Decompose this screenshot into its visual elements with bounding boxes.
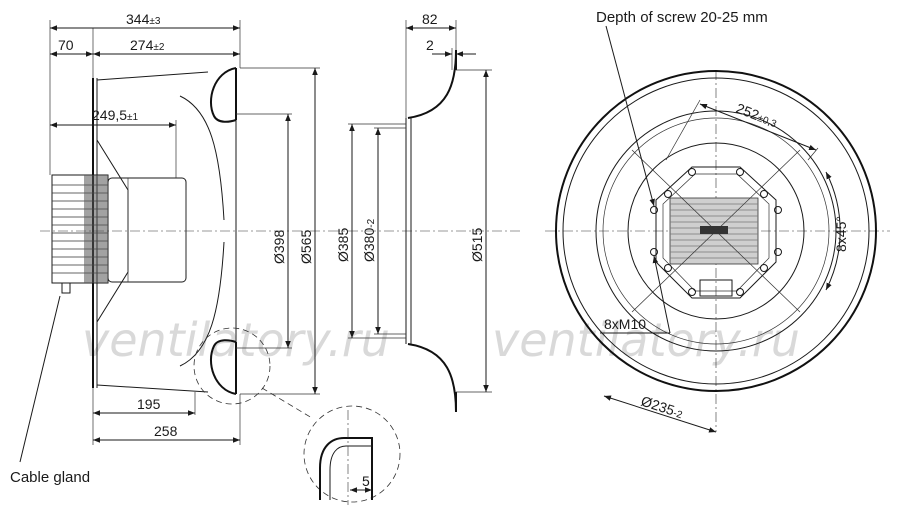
inlet-nozzle-view: 82 2 Ø385 Ø380-2 Ø515 (330, 11, 520, 413)
dim-249-5: 249,5±1 (92, 107, 139, 123)
label-screw-depth: Depth of screw 20-25 mm (596, 9, 768, 26)
dim-258: 258 (154, 423, 178, 439)
dim-274: 274±2 (130, 37, 165, 53)
dim-565: Ø565 (298, 230, 314, 264)
dim-70: 70 (58, 37, 74, 53)
dim-5: 5 (362, 473, 370, 489)
dim-385: Ø385 (335, 228, 351, 262)
dim-195: 195 (137, 396, 161, 412)
dim-2: 2 (426, 37, 434, 53)
label-cable-gland: Cable gland (10, 469, 90, 486)
side-view-dimensions: 344±3 70 274±2 249,5±1 195 258 Ø398 Ø565… (10, 11, 320, 486)
dim-380: Ø380-2 (361, 218, 377, 262)
watermark-right: ventilatory.ru (492, 313, 800, 367)
dim-235: Ø235-2 (639, 393, 685, 422)
dim-8x45: 8x45° (833, 216, 849, 252)
front-view: 252±0,3 8x45° Ø235-2 8xM10 Depth of scre… (545, 9, 890, 433)
dim-515: Ø515 (469, 228, 485, 262)
dim-398: Ø398 (271, 230, 287, 264)
dim-82: 82 (422, 11, 438, 27)
dim-344: 344±3 (126, 11, 161, 27)
side-view-fan (40, 67, 330, 395)
dim-8xM10: 8xM10 (604, 316, 646, 332)
detail-callout: 5 (193, 327, 401, 505)
